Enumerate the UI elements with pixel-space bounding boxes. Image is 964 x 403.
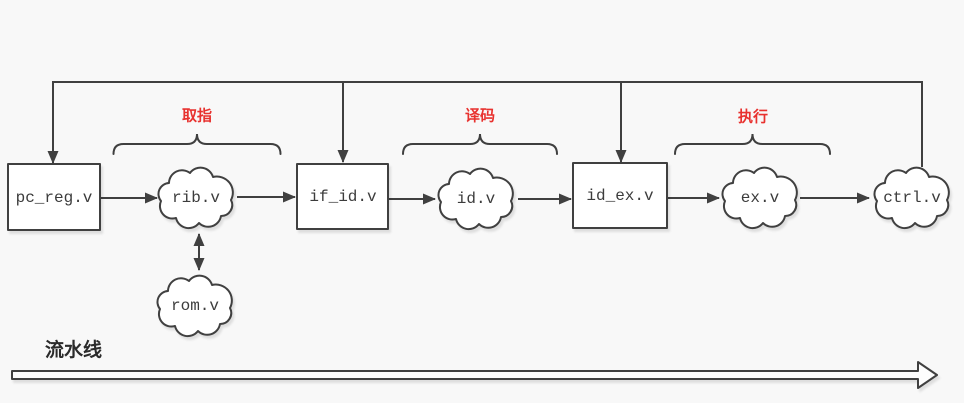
feedback-path-group (47, 81, 923, 167)
node-ex-label: ex.v (741, 189, 780, 207)
node-pc-reg-box (7, 163, 101, 231)
node-id: id.v (437, 167, 514, 231)
node-rom: rom.v (156, 274, 233, 338)
flow-edges-group (100, 191, 870, 271)
node-rom-label: rom.v (171, 297, 219, 315)
node-ctrl-label: ctrl.v (883, 189, 941, 207)
stage-braces-group (112, 133, 831, 155)
node-id-ex: id_ex.v (572, 162, 668, 229)
decode-stage-label: 译码 (465, 108, 495, 125)
node-rib-label: rib.v (172, 189, 220, 207)
node-ex: ex.v (721, 166, 798, 230)
execute-stage-label: 执行 (738, 108, 768, 126)
node-if-id-label: if_id.v (309, 188, 377, 206)
node-pc-reg-label: pc_reg.v (16, 189, 93, 207)
node-ctrl: ctrl.v (873, 166, 950, 230)
node-if-id: if_id.v (296, 163, 389, 230)
node-pc-reg: pc_reg.v (7, 163, 101, 231)
pipeline-axis-arrow (11, 361, 938, 389)
execute-stage-brace (674, 133, 831, 155)
pipeline-axis-label: 流水线 (45, 338, 102, 361)
node-id-ex-label: id_ex.v (586, 187, 654, 205)
feedback-line-ctrl-to-pcreg (47, 81, 923, 167)
decode-stage-brace (402, 133, 558, 155)
node-id-ex-box (572, 162, 668, 229)
node-rib: rib.v (157, 166, 234, 230)
node-if-id-box (296, 163, 389, 230)
fetch-stage-label: 取指 (182, 107, 212, 125)
fetch-stage-brace (112, 133, 282, 155)
node-id-label: id.v (457, 190, 496, 208)
